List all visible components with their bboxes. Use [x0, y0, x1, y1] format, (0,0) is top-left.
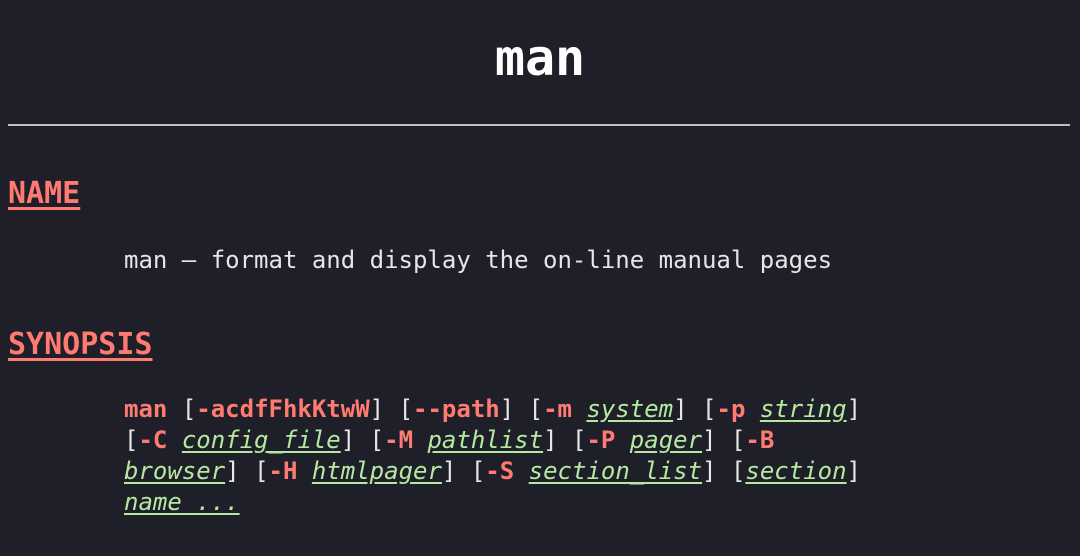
arg-browser[interactable]: browser: [124, 457, 226, 485]
option-P: -P: [586, 426, 616, 454]
option-C: -C: [138, 426, 168, 454]
section-heading-name: NAME: [8, 176, 81, 211]
synopsis-line-1: man [-acdfFhkKtwW] [--path] [-m system] …: [124, 395, 862, 423]
option-S: -S: [485, 457, 515, 485]
option-flags: -acdfFhkKtwW: [196, 395, 370, 423]
arg-string[interactable]: string: [759, 395, 847, 423]
name-description: man – format and display the on-line man…: [124, 246, 833, 274]
synopsis-line-2: [-C config_file] [-M pathlist] [-P pager…: [124, 426, 775, 454]
synopsis-line-3: browser] [-H htmlpager] [-S section_list…: [124, 457, 861, 485]
synopsis-command: man: [124, 395, 168, 423]
page-title: man: [494, 29, 586, 87]
option-B: -B: [745, 426, 775, 454]
arg-name[interactable]: name ...: [124, 488, 240, 516]
arg-pathlist[interactable]: pathlist: [427, 426, 544, 454]
section-heading-synopsis: SYNOPSIS: [8, 327, 153, 362]
synopsis-block: man [-acdfFhkKtwW] [--path] [-m system] …: [124, 394, 984, 518]
synopsis-line-4: name ...: [124, 487, 984, 518]
option-M: -M: [384, 426, 414, 454]
arg-section[interactable]: section: [745, 457, 847, 485]
arg-section-list[interactable]: section_list: [528, 457, 703, 485]
option-path: --path: [413, 395, 500, 423]
option-m: -m: [543, 395, 572, 423]
arg-htmlpager[interactable]: htmlpager: [311, 457, 442, 485]
title-divider: [8, 124, 1070, 126]
option-H: -H: [268, 457, 298, 485]
option-p: -p: [716, 395, 746, 423]
arg-pager[interactable]: pager: [629, 426, 703, 454]
arg-config-file[interactable]: config_file: [181, 426, 341, 454]
arg-system[interactable]: system: [586, 395, 674, 423]
